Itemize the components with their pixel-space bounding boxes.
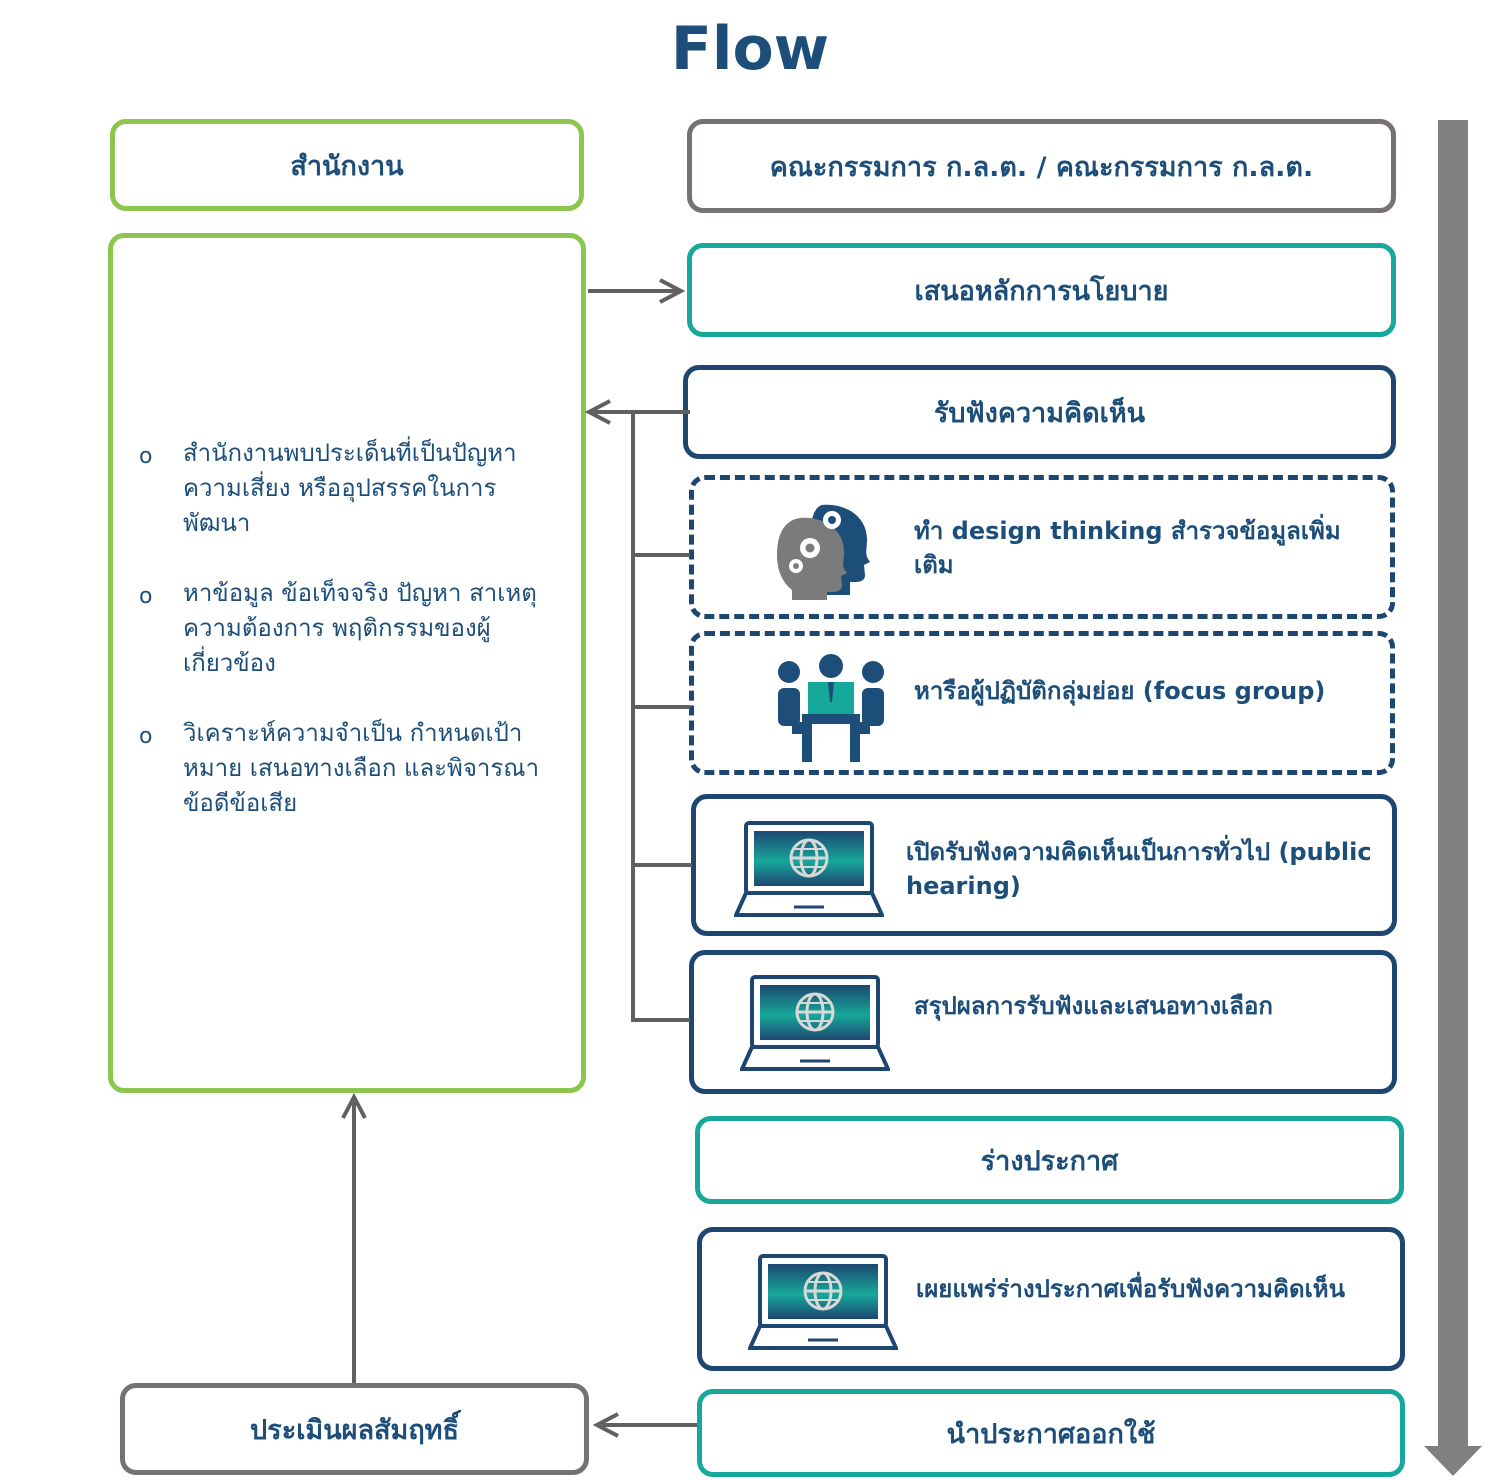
step-draft-label: ร่างประกาศ: [980, 1145, 1119, 1177]
timeline-bar: [1438, 120, 1468, 1448]
laptop-globe-icon: [748, 1254, 898, 1350]
page-title: Flow: [670, 14, 830, 84]
office-header-label: สำนักงาน: [290, 150, 404, 182]
step-policy-label: เสนอหลักการนโยบาย: [914, 275, 1169, 307]
evaluate-box: ประเมินผลสัมฤทธิ์: [120, 1383, 589, 1475]
step-publish-draft-label: เผยแพร่ร่างประกาศเพื่อรับฟังความคิดเห็น: [916, 1275, 1346, 1303]
committee-header: คณะกรรมการ ก.ล.ต. / คณะกรรมการ ก.ล.ต.: [687, 119, 1396, 213]
step-hearing: รับฟังความคิดเห็น: [683, 365, 1396, 459]
bullet-circle-icon: o: [139, 584, 153, 609]
meeting-people-icon: [778, 654, 884, 762]
step-focus-group-label: หารือผู้ปฏิบัติกลุ่มย่อย (focus group): [914, 677, 1326, 705]
step-public-hearing: เปิดรับฟังความคิดเห็นเป็นการทั่วไป (publ…: [691, 794, 1397, 936]
arrow-to-office-head: [584, 399, 611, 425]
step-enforce-label: นำประกาศออกใช้: [946, 1418, 1156, 1450]
evaluate-label: ประเมินผลสัมฤทธิ์: [250, 1414, 459, 1446]
timeline-arrowhead: [1424, 1446, 1482, 1476]
arrow-to-policy-head: [659, 278, 686, 304]
step-summary-label: สรุปผลการรับฟังและเสนอทางเลือก: [914, 992, 1273, 1020]
committee-header-label: คณะกรรมการ ก.ล.ต. / คณะกรรมการ ก.ล.ต.: [769, 151, 1314, 183]
laptop-globe-icon: [734, 821, 884, 917]
step-design-thinking: ทำ design thinking สำรวจข้อมูลเพิ่มเติม: [689, 475, 1395, 619]
step-enforce: นำประกาศออกใช้: [697, 1389, 1405, 1477]
arrow-to-evaluate-head: [592, 1412, 619, 1438]
laptop-globe-icon: [740, 975, 890, 1071]
step-hearing-label: รับฟังความคิดเห็น: [933, 397, 1146, 429]
step-design-thinking-label: ทำ design thinking สำรวจข้อมูลเพิ่มเติม: [914, 517, 1341, 579]
step-publish-draft: เผยแพร่ร่างประกาศเพื่อรับฟังความคิดเห็น: [697, 1227, 1405, 1371]
step-draft: ร่างประกาศ: [695, 1116, 1404, 1204]
heads-with-gears-icon: [777, 504, 870, 600]
step-policy: เสนอหลักการนโยบาย: [687, 243, 1396, 337]
bullet-circle-icon: o: [139, 724, 153, 749]
arrow-feedback-head: [341, 1092, 367, 1119]
step-focus-group: หารือผู้ปฏิบัติกลุ่มย่อย (focus group): [689, 631, 1395, 775]
office-header: สำนักงาน: [110, 119, 584, 211]
step-summary: สรุปผลการรับฟังและเสนอทางเลือก: [689, 950, 1397, 1094]
bullet-circle-icon: o: [139, 444, 153, 469]
step-public-hearing-label: เปิดรับฟังความคิดเห็นเป็นการทั่วไป (publ…: [906, 838, 1372, 900]
